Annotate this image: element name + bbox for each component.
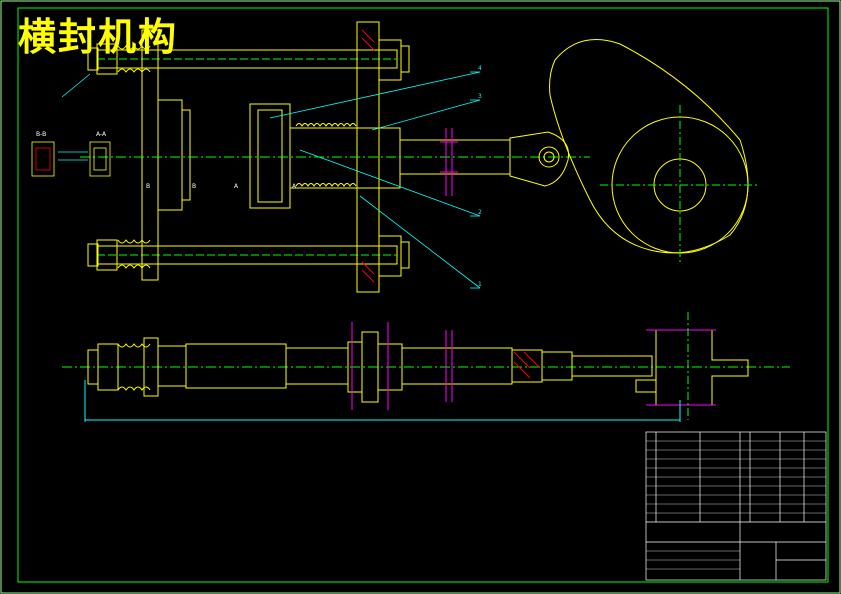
leader-lines	[61, 71, 481, 289]
top-view	[80, 21, 590, 293]
section-label-aa: A-A	[96, 131, 107, 138]
callout-4: 4	[478, 65, 482, 72]
title-block	[645, 431, 827, 581]
callout-1: 1	[478, 281, 482, 288]
inner-frame	[17, 7, 829, 583]
section-mark-b-left: B	[146, 183, 150, 190]
section-mark-a-right: A	[292, 183, 297, 190]
section-mark-a-left: A	[234, 183, 239, 190]
front-view	[62, 312, 790, 422]
callout-3: 3	[478, 93, 482, 100]
section-mark-b-right: B	[192, 183, 196, 190]
callout-2: 2	[478, 209, 482, 216]
cam	[549, 39, 760, 265]
detail-views	[31, 141, 111, 177]
section-label-bb: B-B	[36, 131, 46, 138]
title-block-rows	[646, 440, 826, 570]
drawing-title: 横封机构	[18, 15, 179, 59]
